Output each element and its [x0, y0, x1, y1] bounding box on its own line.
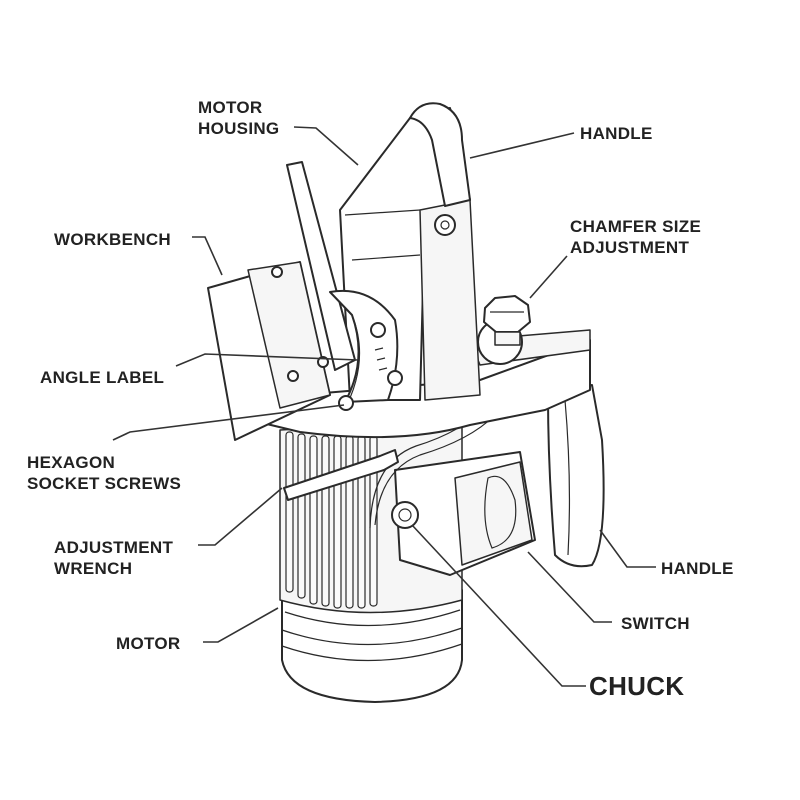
label-chamfer-line1: CHAMFER SIZE	[570, 217, 702, 236]
label-chamfer-line2: ADJUSTMENT	[570, 238, 690, 257]
label-hexagon-socket-screws: HEXAGON SOCKET SCREWS	[27, 452, 181, 494]
label-chamfer-size-adjustment: CHAMFER SIZE ADJUSTMENT	[570, 216, 701, 258]
label-motor-housing-line2: HOUSING	[198, 119, 280, 138]
workbench	[207, 161, 356, 441]
label-handle-side: HANDLE	[661, 559, 734, 578]
label-adjustment-wrench: ADJUSTMENT WRENCH	[54, 537, 173, 579]
label-motor: MOTOR	[116, 634, 181, 653]
label-handle-top: HANDLE	[580, 124, 653, 143]
side-handle	[547, 384, 605, 568]
label-chuck: CHUCK	[589, 671, 685, 701]
label-switch: SWITCH	[621, 614, 690, 633]
label-wrench-line2: WRENCH	[54, 559, 133, 578]
leader-lines	[112, 126, 656, 687]
label-wrench-line1: ADJUSTMENT	[54, 538, 174, 557]
label-angle-label: ANGLE LABEL	[40, 368, 165, 387]
adjustment-wrench	[283, 449, 399, 501]
label-workbench: WORKBENCH	[54, 230, 171, 249]
label-hexagon-line2: SOCKET SCREWS	[27, 474, 182, 493]
label-motor-housing: MOTOR HOUSING	[198, 97, 279, 139]
angle-scale	[329, 289, 403, 411]
label-motor-housing-line1: MOTOR	[198, 98, 263, 117]
label-hexagon-line1: HEXAGON	[27, 453, 116, 472]
